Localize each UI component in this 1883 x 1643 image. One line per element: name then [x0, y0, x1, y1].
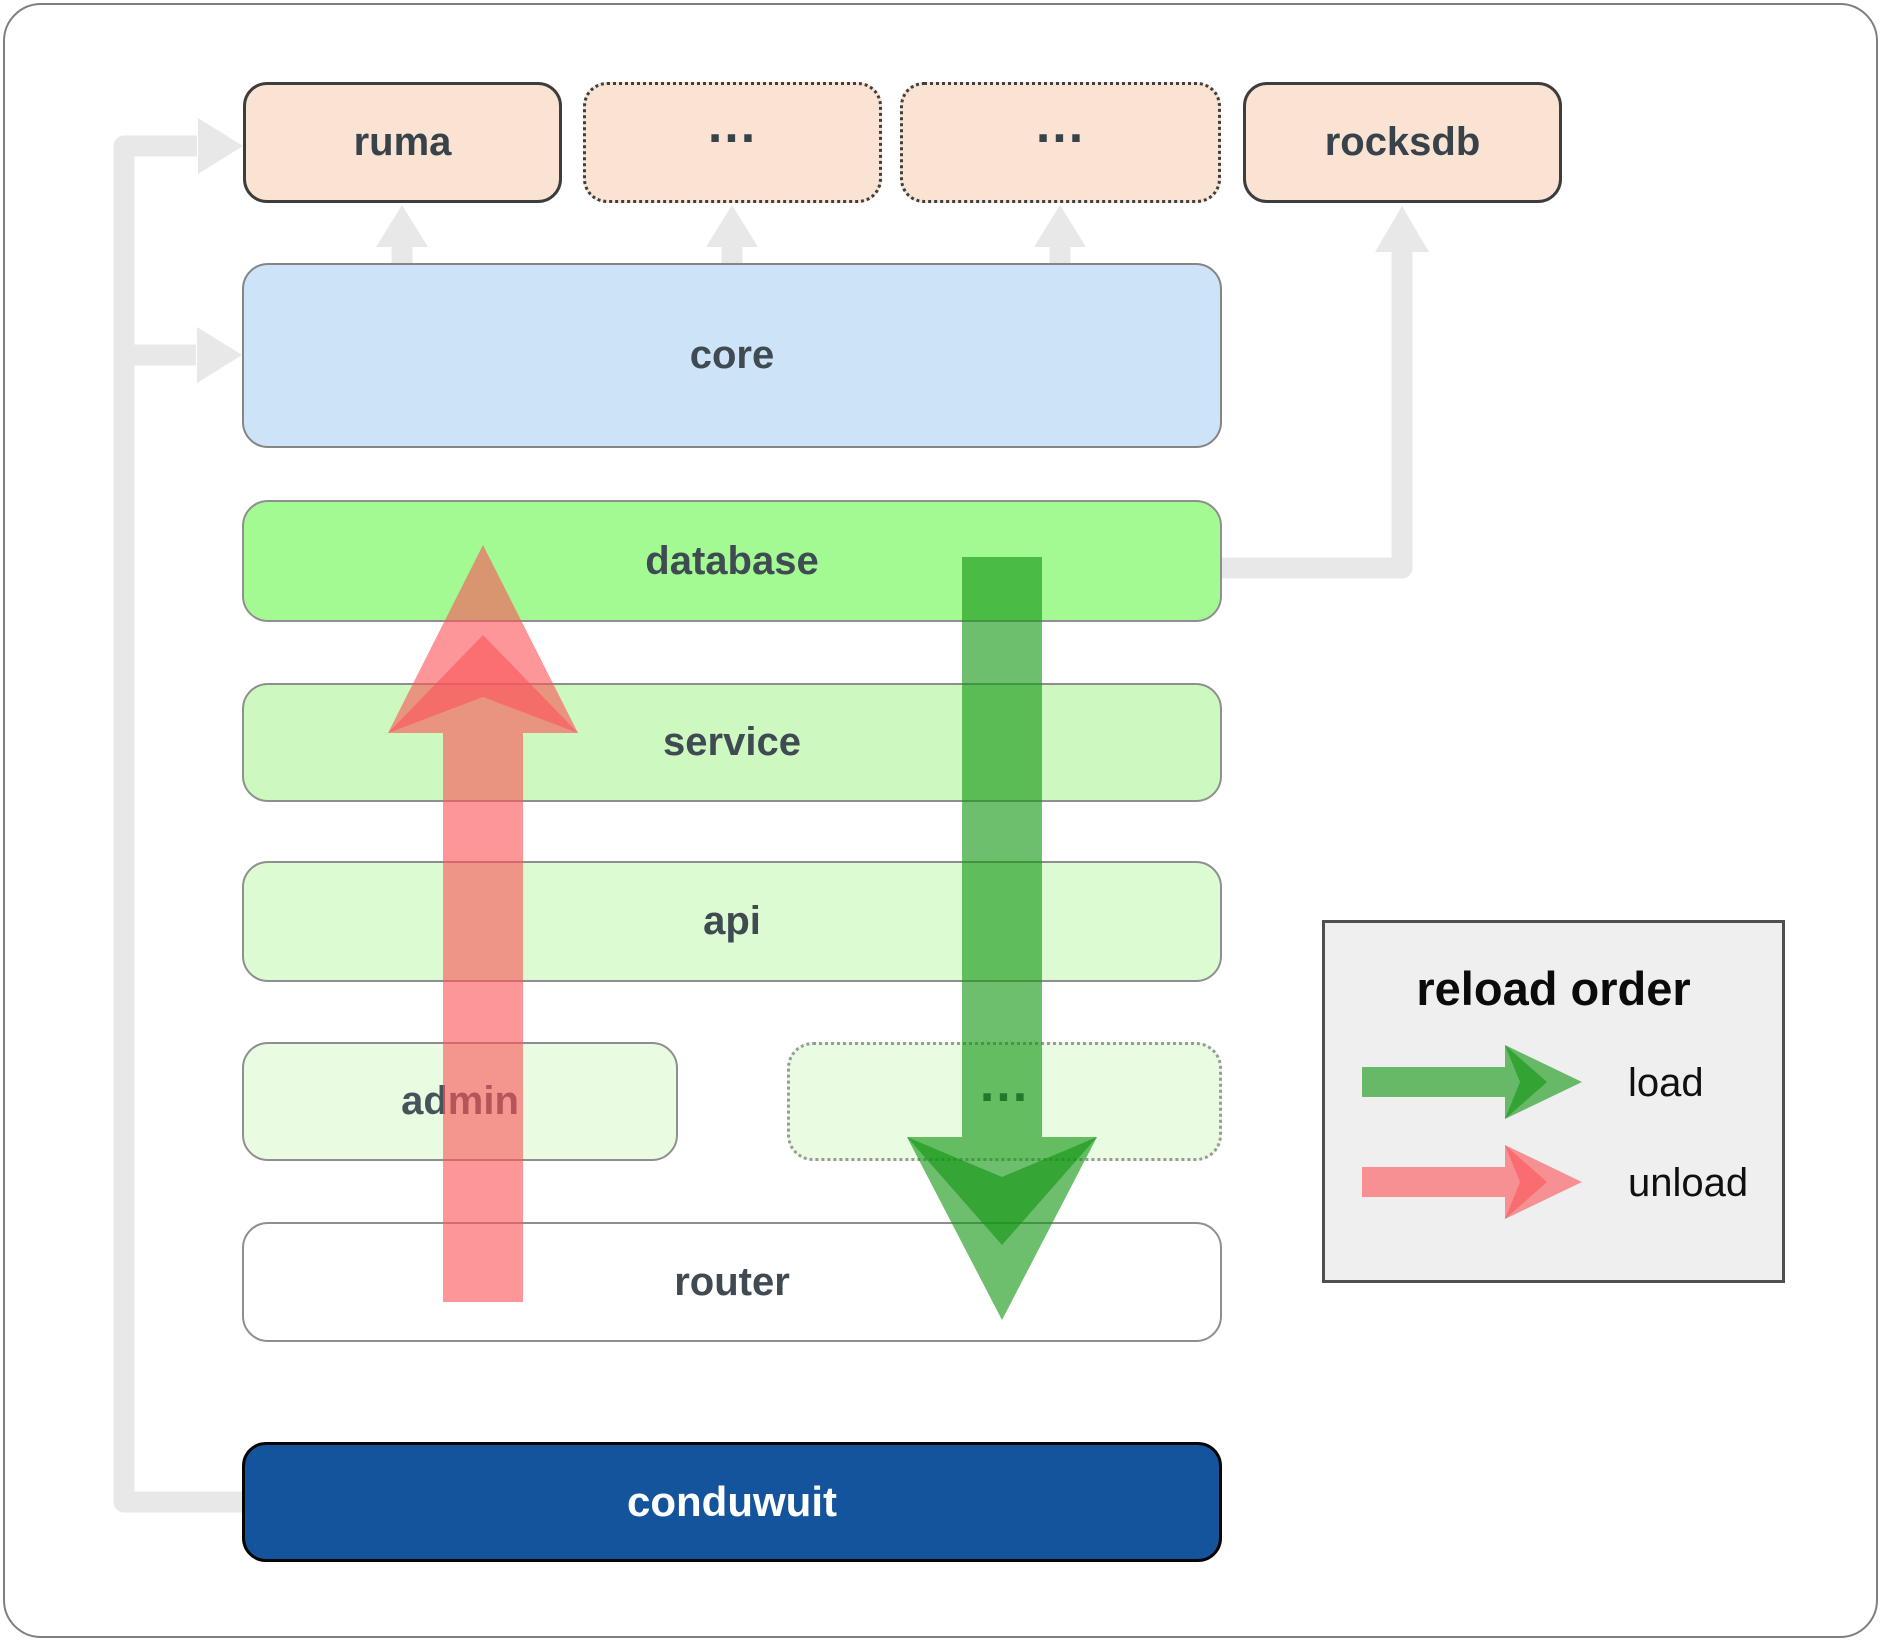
node-ruma-label: ruma — [353, 120, 452, 164]
node-admin: admin — [242, 1042, 678, 1161]
node-ellipsis-top-1: ... — [583, 82, 882, 203]
node-core-label: core — [689, 333, 775, 377]
node-ellipsis-top-2-label: ... — [1035, 96, 1086, 155]
node-ellipsis-admin-label: ... — [979, 1055, 1030, 1114]
node-database: database — [242, 500, 1222, 622]
node-ruma: ruma — [243, 82, 562, 203]
node-ellipsis-top-1-label: ... — [707, 96, 758, 155]
node-admin-label: admin — [401, 1079, 519, 1123]
node-rocksdb-label: rocksdb — [1324, 120, 1481, 164]
node-ellipsis-top-2: ... — [900, 82, 1221, 203]
node-core: core — [242, 263, 1222, 448]
node-router-label: router — [674, 1259, 790, 1304]
node-api: api — [242, 861, 1222, 982]
node-service-label: service — [663, 720, 801, 764]
legend-label-unload: unload — [1628, 1161, 1749, 1205]
node-router: router — [242, 1222, 1222, 1342]
node-api-label: api — [703, 899, 761, 943]
outer-frame — [3, 3, 1878, 1638]
legend-title: reload order — [1416, 962, 1691, 1015]
node-conduwuit: conduwuit — [242, 1442, 1222, 1562]
node-rocksdb: rocksdb — [1243, 82, 1562, 203]
node-database-label: database — [645, 538, 819, 583]
legend-label-load: load — [1628, 1061, 1704, 1105]
node-ellipsis-admin: ... — [787, 1042, 1222, 1161]
node-service: service — [242, 683, 1222, 802]
node-conduwuit-label: conduwuit — [627, 1478, 837, 1525]
legend-reload-order: reload order load unload — [1322, 920, 1785, 1283]
